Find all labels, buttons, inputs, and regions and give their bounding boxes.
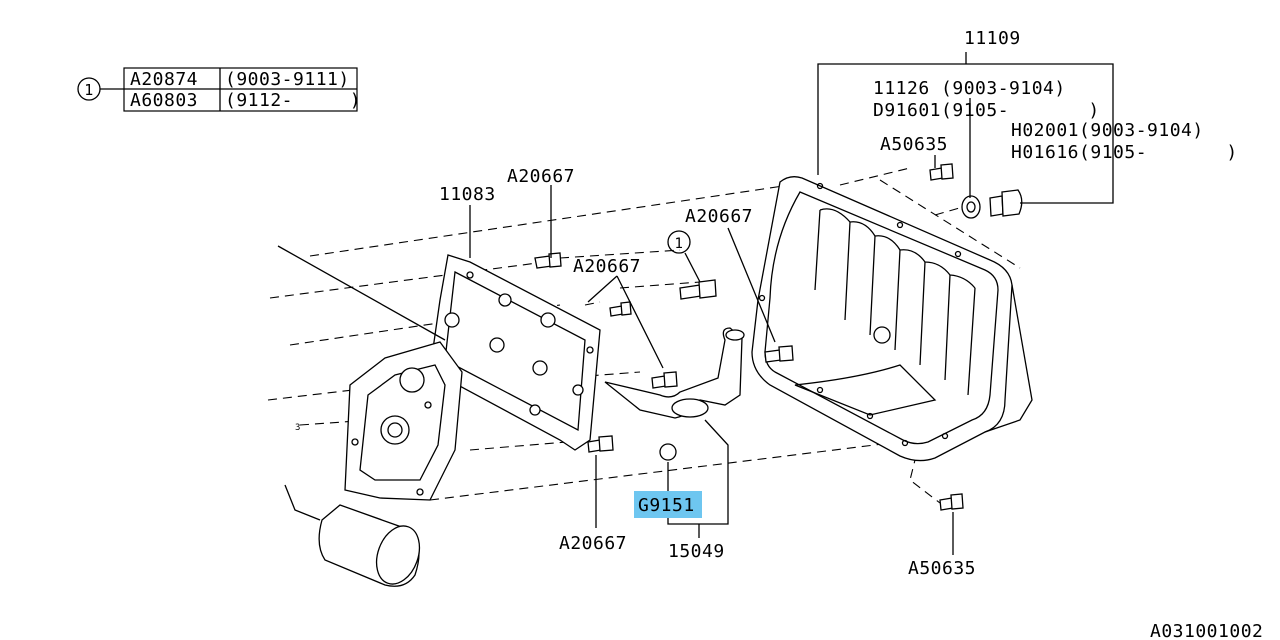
legend-row-1-part: A20874 xyxy=(130,69,198,90)
g9151-highlight xyxy=(634,491,702,518)
label-11109[interactable]: 11109 xyxy=(964,28,1021,49)
label-a50635-top[interactable]: A50635 xyxy=(880,134,948,155)
leader-lines xyxy=(469,52,1114,555)
drain-plug-head xyxy=(1001,189,1023,217)
baffle-plate xyxy=(429,254,601,451)
label-a20667-middle[interactable]: A20667 xyxy=(573,256,641,277)
oil-strainer xyxy=(604,327,745,419)
label-11126[interactable]: 11126 (9003-9104) xyxy=(873,78,1066,99)
oil-pump-cover xyxy=(277,245,463,521)
bolt-a20667-lower xyxy=(587,435,614,453)
part-labels: 11109 11126 (9003-9104) D91601(9105- ) A… xyxy=(295,28,1263,640)
bolts xyxy=(534,163,964,511)
label-h01616[interactable]: H01616(9105- ) xyxy=(1011,142,1238,163)
legend-row-2-range: (9112- ) xyxy=(225,90,361,111)
drain-plug-assembly xyxy=(961,189,1023,219)
bolt-a50635-bottom xyxy=(939,493,964,511)
callout-1-number: 1 xyxy=(675,236,684,252)
label-d91601[interactable]: D91601(9105- ) xyxy=(873,100,1100,121)
oil-filter xyxy=(318,504,421,587)
strainer-gasket xyxy=(659,443,677,461)
bolt-callout-1 xyxy=(679,279,717,300)
label-11083[interactable]: 11083 xyxy=(439,184,496,205)
drain-plug-thread xyxy=(989,195,1004,217)
diagram-id: A031001002 xyxy=(1150,621,1263,640)
legend-row-2-part: A60803 xyxy=(130,90,198,111)
label-g9151[interactable]: G9151 xyxy=(638,495,695,516)
small-ref-3: 3 xyxy=(295,423,301,433)
legend-callout-number: 1 xyxy=(84,81,94,99)
label-a50635-bottom[interactable]: A50635 xyxy=(908,558,976,579)
drain-washer xyxy=(961,195,981,219)
bolt-a20667-strainer xyxy=(651,371,678,389)
bolt-a20667-baffle xyxy=(534,252,562,269)
bolt-a50635-top xyxy=(929,163,954,181)
label-a20667-bottom[interactable]: A20667 xyxy=(559,533,627,554)
label-a20667-top[interactable]: A20667 xyxy=(507,166,575,187)
label-15049[interactable]: 15049 xyxy=(668,541,725,562)
oil-pan xyxy=(751,176,1033,462)
bolt-upper-small xyxy=(609,301,632,317)
label-a20667-right[interactable]: A20667 xyxy=(685,206,753,227)
bolt-a20667-pan xyxy=(764,345,794,363)
legend-row-1-range: (9003-9111) xyxy=(225,69,350,90)
legend-table: 1 A20874 (9003-9111) A60803 (9112- ) xyxy=(77,67,361,112)
label-h02001[interactable]: H02001(9003-9104) xyxy=(1011,120,1204,141)
